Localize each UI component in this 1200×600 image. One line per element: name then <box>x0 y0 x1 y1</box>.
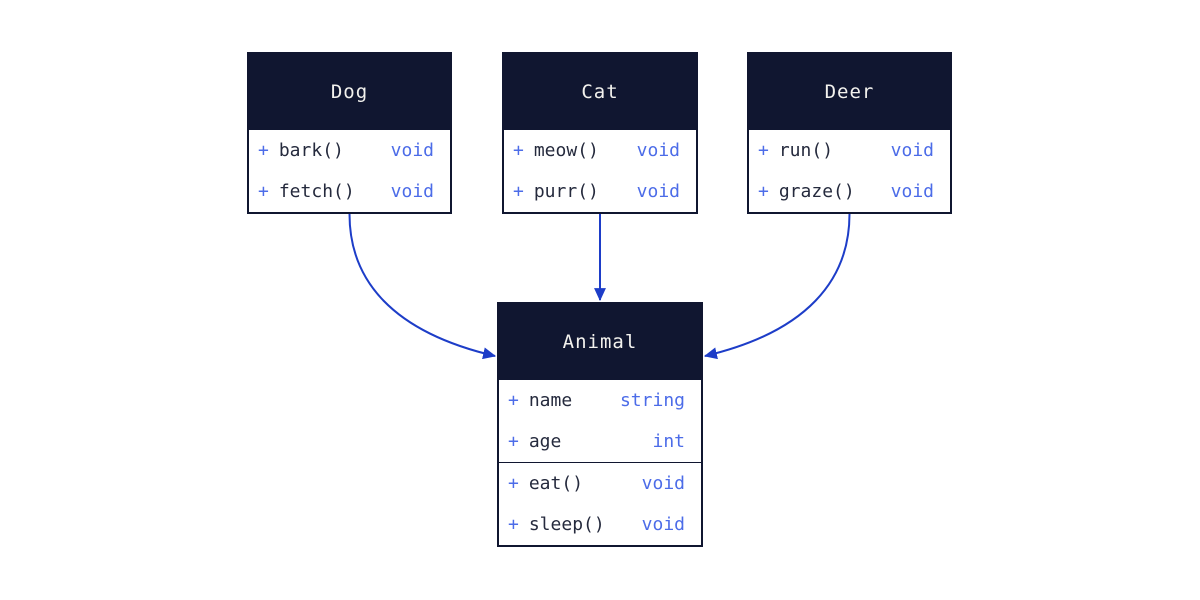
member-type: void <box>636 181 680 202</box>
visibility-plus: + <box>508 431 519 452</box>
member-name: purr() <box>533 181 599 202</box>
member-row: + purr() void <box>504 171 696 212</box>
member-row: + age int <box>499 421 701 462</box>
class-header: Animal <box>499 304 701 380</box>
class-section-methods: + eat() void + sleep() void <box>499 462 701 545</box>
member-type: void <box>390 140 434 161</box>
member-row: + sleep() void <box>499 504 701 545</box>
member-row: + eat() void <box>499 463 701 504</box>
class-section-attributes: + name string + age int <box>499 380 701 462</box>
member-type: void <box>641 473 685 494</box>
member-name: graze() <box>778 181 855 202</box>
visibility-plus: + <box>258 140 269 161</box>
class-section-methods: + bark() void + fetch() void <box>249 130 450 212</box>
member-type: void <box>641 514 685 535</box>
class-box-dog[interactable]: Dog + bark() void + fetch() void <box>247 52 452 214</box>
member-name: eat() <box>528 473 584 494</box>
visibility-plus: + <box>508 473 519 494</box>
member-type: void <box>390 181 434 202</box>
visibility-plus: + <box>758 140 769 161</box>
class-box-animal[interactable]: Animal + name string + age int + eat() v… <box>497 302 703 547</box>
inheritance-arrow-dog-to-animal[interactable] <box>348 213 497 360</box>
member-name: age <box>528 431 562 452</box>
class-section-methods: + run() void + graze() void <box>749 130 950 212</box>
visibility-plus: + <box>508 514 519 535</box>
class-header: Cat <box>504 54 696 130</box>
class-name: Dog <box>330 81 369 103</box>
class-header: Dog <box>249 54 450 130</box>
member-row: + run() void <box>749 130 950 171</box>
member-type: void <box>890 181 934 202</box>
member-type: string <box>619 390 685 411</box>
inheritance-arrow-deer-to-animal[interactable] <box>703 213 851 360</box>
member-name: meow() <box>533 140 599 161</box>
member-type: void <box>636 140 680 161</box>
class-name: Deer <box>824 81 875 103</box>
member-row: + graze() void <box>749 171 950 212</box>
member-name: bark() <box>278 140 344 161</box>
member-type: void <box>890 140 934 161</box>
visibility-plus: + <box>508 390 519 411</box>
member-row: + bark() void <box>249 130 450 171</box>
member-name: fetch() <box>278 181 355 202</box>
visibility-plus: + <box>513 181 524 202</box>
visibility-plus: + <box>513 140 524 161</box>
member-name: sleep() <box>528 514 605 535</box>
class-box-cat[interactable]: Cat + meow() void + purr() void <box>502 52 698 214</box>
class-box-deer[interactable]: Deer + run() void + graze() void <box>747 52 952 214</box>
member-row: + fetch() void <box>249 171 450 212</box>
class-name: Cat <box>581 81 619 103</box>
member-name: name <box>528 390 573 411</box>
class-section-methods: + meow() void + purr() void <box>504 130 696 212</box>
class-header: Deer <box>749 54 950 130</box>
visibility-plus: + <box>258 181 269 202</box>
member-row: + name string <box>499 380 701 421</box>
class-name: Animal <box>562 331 638 353</box>
member-row: + meow() void <box>504 130 696 171</box>
member-name: run() <box>778 140 834 161</box>
visibility-plus: + <box>758 181 769 202</box>
member-type: int <box>652 431 685 452</box>
